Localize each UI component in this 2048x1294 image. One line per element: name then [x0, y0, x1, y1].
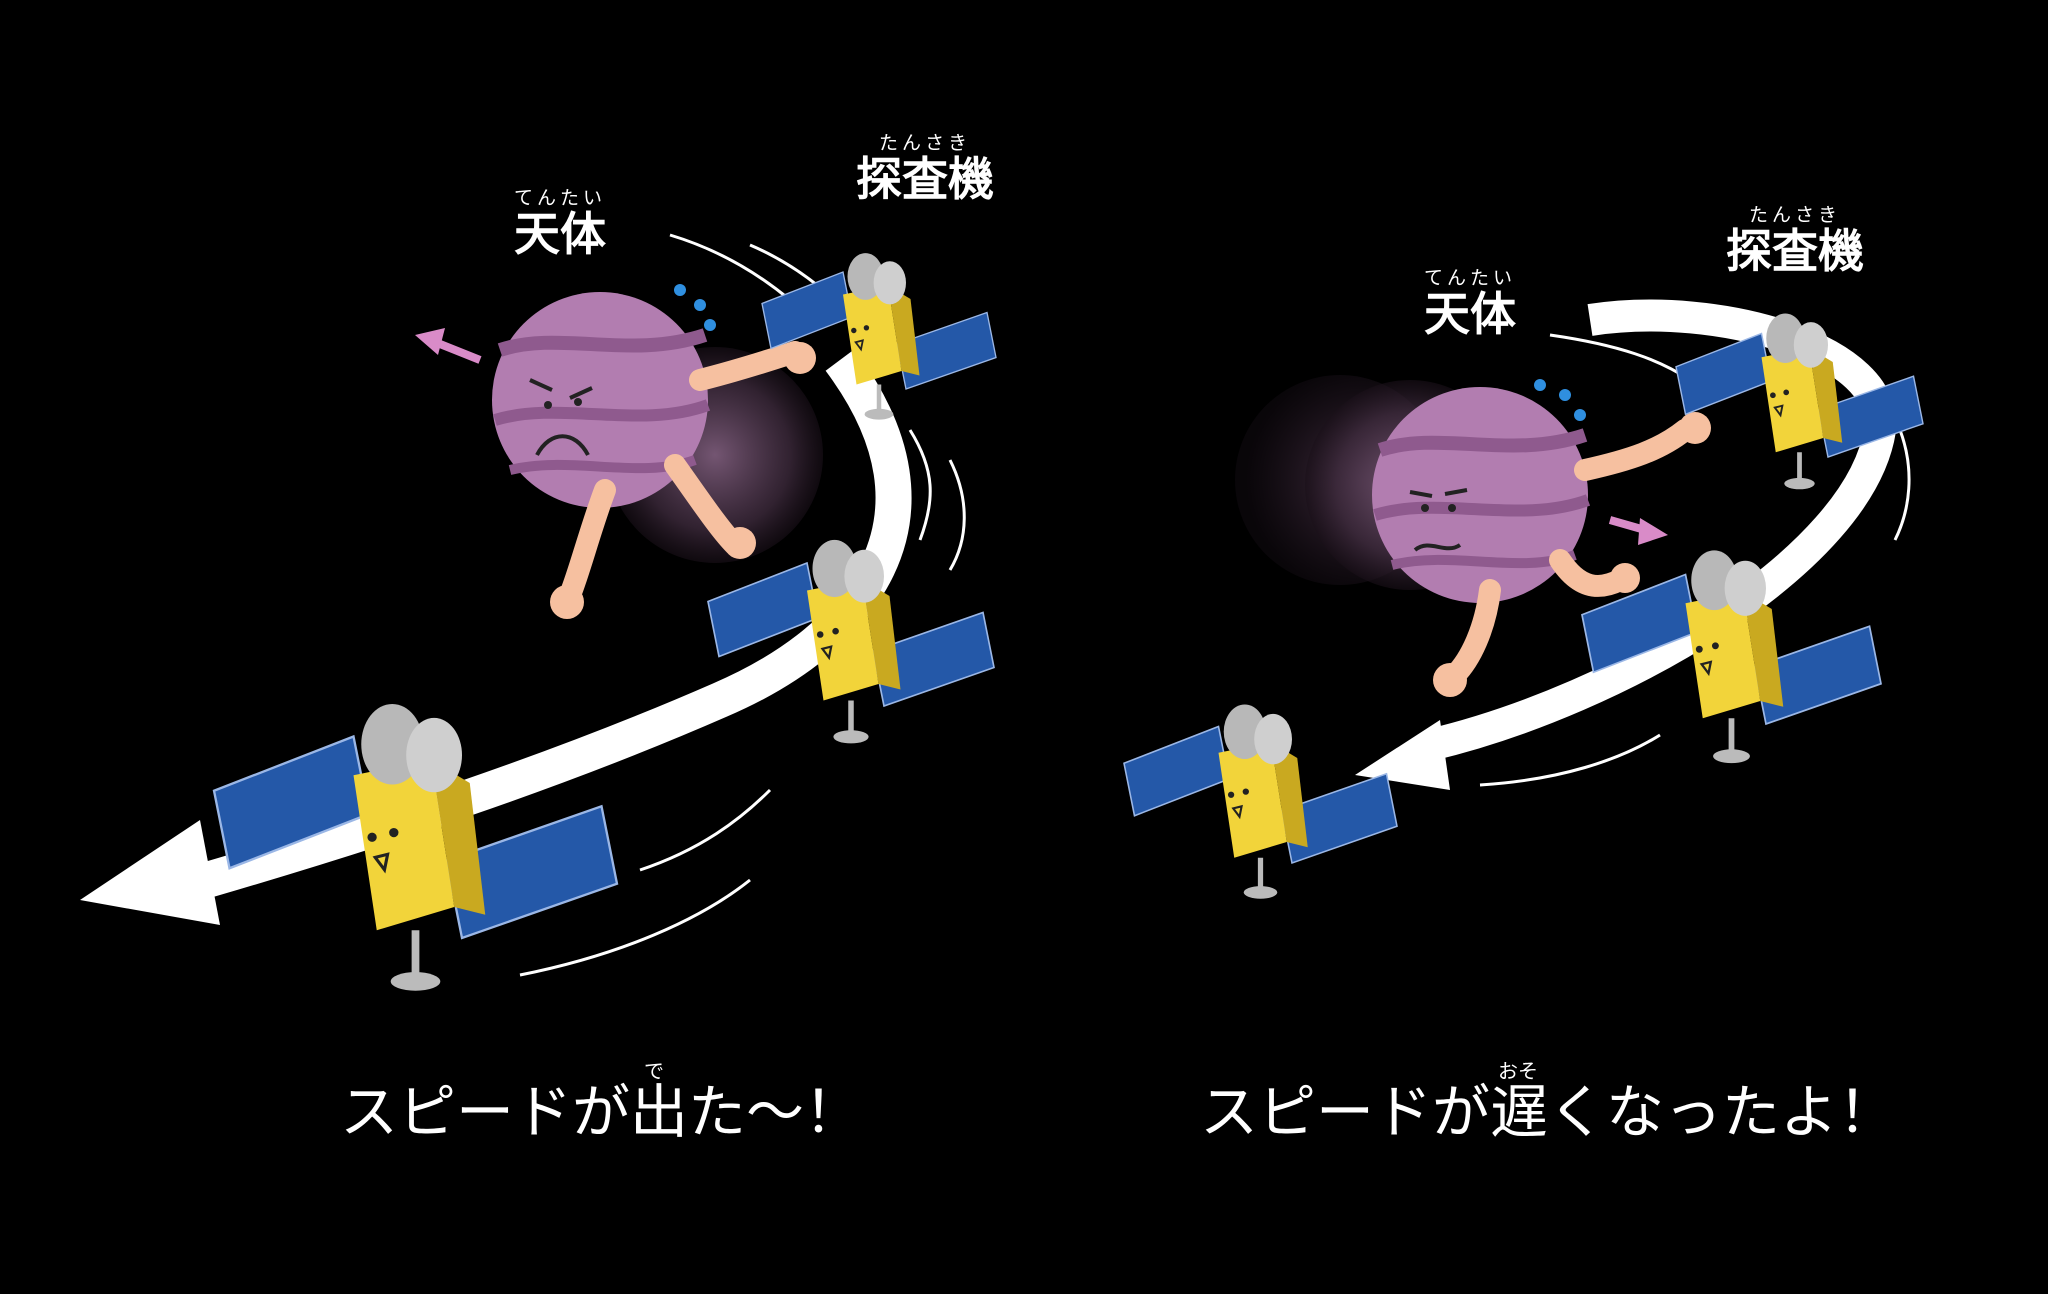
probe-label-left: たんさき 探査機 — [845, 133, 1005, 205]
planet-left — [492, 292, 711, 508]
caption-left-before: スピードが — [340, 1078, 631, 1146]
caption-left-kanji: 出 — [630, 1078, 689, 1146]
orbit-arrow-right — [1426, 299, 1897, 761]
body-reading-left: てんたい — [513, 187, 606, 209]
caption-right-kanji-reading: おそ — [1498, 1059, 1539, 1083]
probe-label-right: たんさき 探査機 — [1715, 205, 1875, 277]
caption-left: スピードがで出た〜！ — [340, 1060, 863, 1146]
caption-right-after: くなったよ！ — [1548, 1078, 1897, 1146]
probe-reading-right: たんさき — [1748, 204, 1841, 226]
body-reading-right: てんたい — [1423, 267, 1516, 289]
caption-left-kanji-reading: で — [644, 1059, 665, 1083]
caption-right-before: スピードが — [1200, 1078, 1491, 1146]
body-label-right: てんたい 天体 — [1405, 268, 1535, 340]
body-title-left: 天体 — [514, 207, 606, 261]
caption-right-kanji-wrap: おそ遅 — [1490, 1060, 1549, 1146]
orbit-arrowhead-right — [1355, 720, 1450, 790]
probe-title-left: 探査機 — [856, 152, 994, 206]
caption-left-kanji-wrap: で出 — [630, 1060, 689, 1146]
body-title-right: 天体 — [1424, 287, 1516, 341]
probe-title-right: 探査機 — [1726, 224, 1864, 278]
caption-left-after: た〜！ — [688, 1078, 863, 1146]
probe-right-3 — [1124, 704, 1397, 898]
orbit-arrowhead-left — [80, 820, 220, 925]
caption-right: スピードがおそ遅くなったよ！ — [1200, 1060, 1897, 1146]
body-label-left: てんたい 天体 — [495, 188, 625, 260]
caption-right-kanji: 遅 — [1490, 1078, 1549, 1146]
probe-reading-left: たんさき — [878, 132, 971, 154]
